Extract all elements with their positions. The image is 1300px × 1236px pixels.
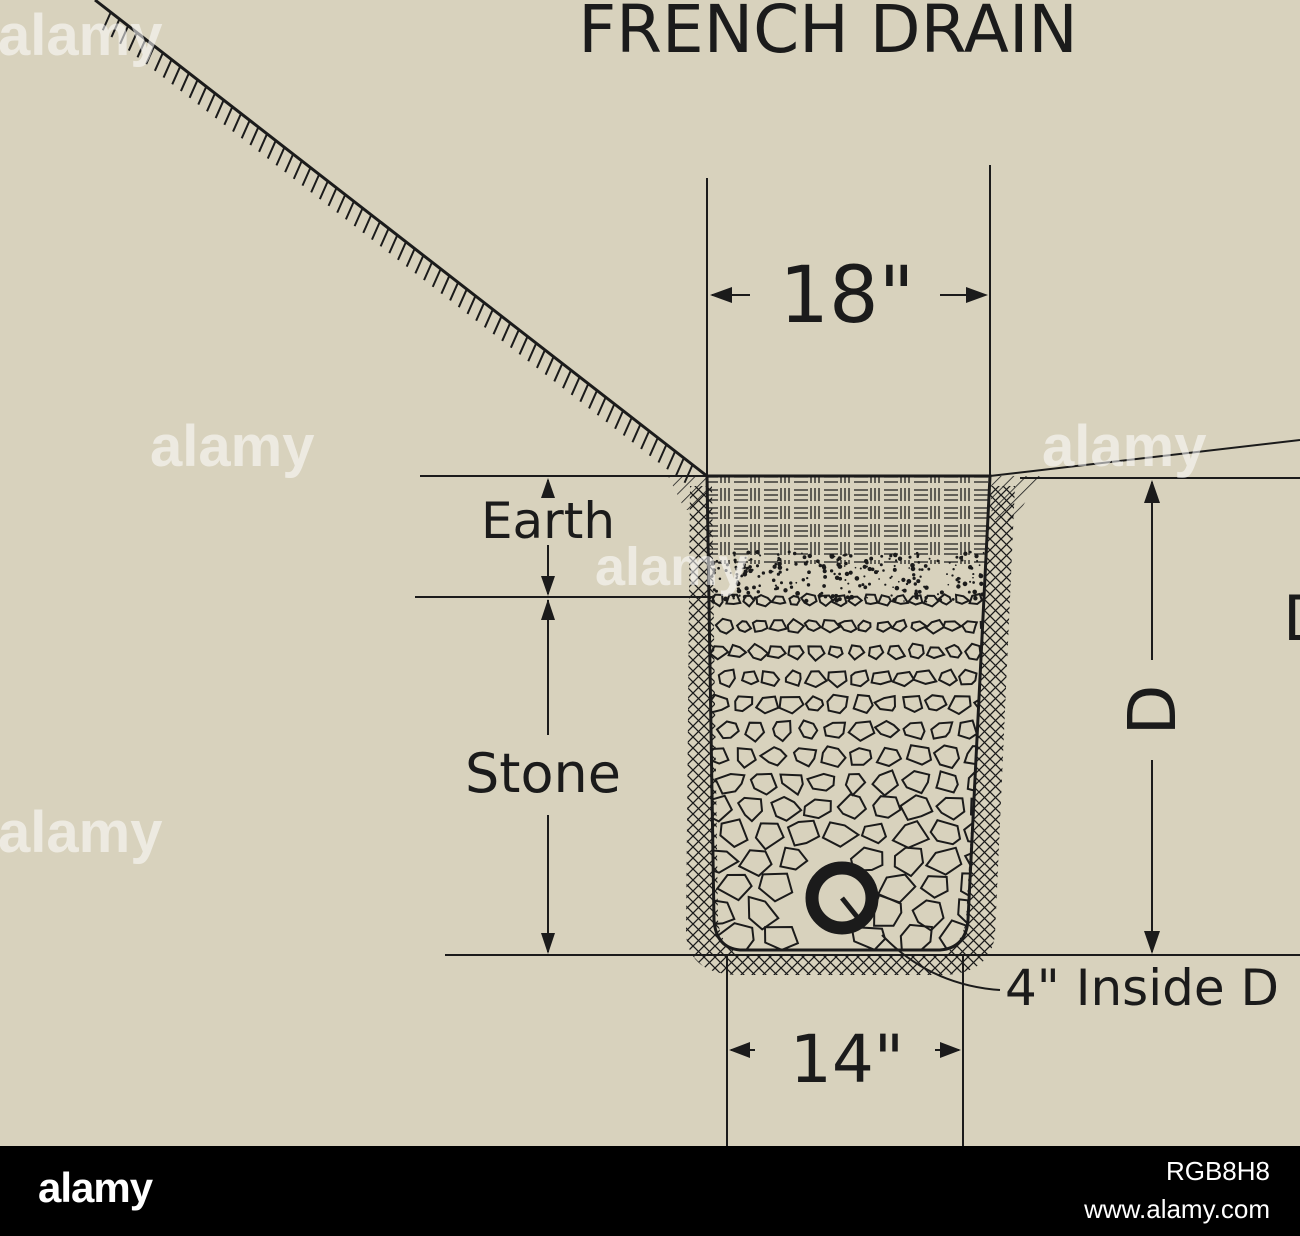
alamy-logo: alamy — [0, 1146, 200, 1236]
trench-fill — [707, 476, 990, 950]
diagram-title: FRENCH DRAIN — [578, 0, 1078, 68]
ground-line-right — [989, 439, 1300, 477]
bottom-width-label: 14" — [790, 1021, 904, 1098]
depth-label-right: D — [1283, 582, 1300, 655]
logo-text: alamy — [38, 1164, 153, 1211]
ground-slope — [94, 0, 708, 484]
svg-text:alamy: alamy — [150, 414, 314, 479]
svg-text:alamy: alamy — [0, 3, 162, 68]
trench-outline — [705, 474, 992, 952]
svg-text:alamy: alamy — [0, 800, 162, 865]
depth-label: D — [1114, 685, 1191, 736]
pipe-leader-line — [881, 934, 1001, 991]
earth-label: Earth — [481, 492, 615, 550]
pipe-label: 4" Inside D — [1005, 959, 1279, 1017]
drain-pipe-icon — [805, 861, 879, 935]
footer-bar: alamy RGB8H8 www.alamy.com — [0, 1146, 1300, 1236]
top-width-label: 18" — [779, 251, 914, 341]
svg-text:alamy: alamy — [1042, 414, 1206, 479]
watermark: alamy alamy alamy alamy alamy — [0, 3, 1206, 865]
trench-soil-hatching — [668, 476, 1040, 975]
french-drain-diagram: 18" 14" Earth Stone D D 4" Inside D — [0, 0, 1300, 1146]
image-id: RGB8H8 — [1165, 1156, 1270, 1186]
svg-text:alamy: alamy — [595, 537, 748, 597]
stone-label: Stone — [465, 742, 621, 805]
reference-lines — [415, 475, 1300, 956]
site-url: www.alamy.com — [1084, 1194, 1270, 1224]
